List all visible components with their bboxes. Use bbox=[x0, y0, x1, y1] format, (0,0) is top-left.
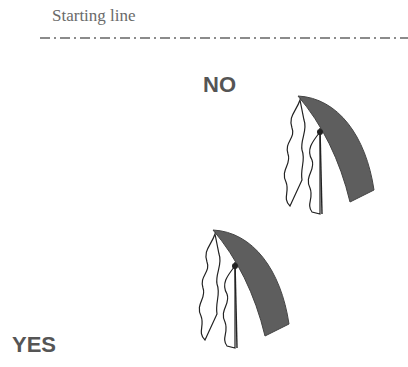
verdict-label: YES bbox=[12, 332, 56, 358]
boat-no bbox=[284, 96, 374, 214]
boat-yes bbox=[199, 230, 289, 348]
line-label: Starting line bbox=[52, 6, 136, 26]
starting-line bbox=[40, 37, 408, 38]
verdict-label: NO bbox=[203, 72, 236, 98]
